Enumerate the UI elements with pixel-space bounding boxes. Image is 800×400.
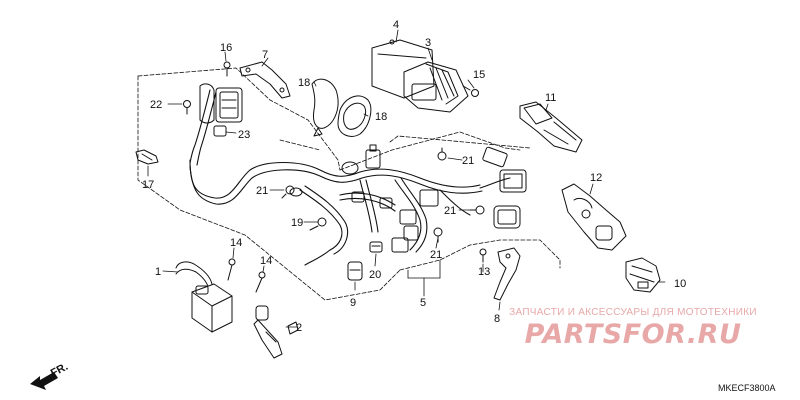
terminal-17 bbox=[135, 149, 159, 165]
callout-2: 2 bbox=[296, 322, 302, 334]
leader-lines bbox=[147, 29, 666, 328]
callout-7: 7 bbox=[262, 49, 268, 61]
callout-8: 8 bbox=[494, 313, 500, 325]
clip-21-b bbox=[281, 185, 295, 199]
callout-21: 21 bbox=[430, 249, 442, 261]
ecu-3 bbox=[403, 61, 469, 113]
connector-upper-left bbox=[199, 83, 243, 137]
callout-5: 5 bbox=[420, 297, 426, 309]
strap-18-b bbox=[337, 95, 372, 137]
callout-17: 17 bbox=[142, 179, 154, 191]
callout-1: 1 bbox=[155, 266, 161, 278]
clip-20 bbox=[369, 241, 383, 253]
bracket-8 bbox=[493, 247, 521, 301]
callout-23: 23 bbox=[238, 129, 250, 141]
clamp-19 bbox=[309, 217, 327, 231]
bolt-13 bbox=[479, 248, 487, 263]
callout-15: 15 bbox=[473, 69, 485, 81]
relay-10 bbox=[625, 257, 661, 293]
callout-22: 22 bbox=[150, 99, 162, 111]
clip-21-a bbox=[437, 147, 447, 161]
callout-9: 9 bbox=[350, 297, 356, 309]
callout-11: 11 bbox=[545, 92, 556, 104]
front-arrow-label: FR. bbox=[49, 361, 70, 380]
strap-18-a bbox=[311, 78, 339, 137]
module-11 bbox=[519, 101, 583, 153]
switch-12 bbox=[561, 183, 627, 251]
harness-group-outline bbox=[137, 67, 561, 301]
callout-20: 20 bbox=[369, 269, 381, 281]
bolt-22 bbox=[183, 100, 191, 115]
watermark-logo: PARTSFOR.RU bbox=[524, 319, 742, 350]
callout-12: 12 bbox=[590, 172, 602, 184]
spark-plug-cap-2 bbox=[253, 305, 299, 359]
callout-14: 14 bbox=[230, 237, 242, 249]
callout-18: 18 bbox=[375, 111, 387, 123]
callout-21: 21 bbox=[462, 155, 474, 167]
cover-4 bbox=[371, 39, 435, 99]
bolt-14-b bbox=[255, 271, 266, 293]
callout-13: 13 bbox=[478, 266, 490, 278]
bolt-15 bbox=[462, 85, 479, 97]
document-code: MKECF3800A bbox=[718, 383, 776, 393]
callout-19: 19 bbox=[291, 217, 303, 229]
bolt-16 bbox=[223, 61, 231, 77]
callout-14: 14 bbox=[260, 255, 272, 267]
ignition-coil-1 bbox=[175, 261, 233, 333]
harness-connectors bbox=[289, 144, 527, 253]
watermark-tagline: ЗАПЧАСТИ И АКСЕССУАРЫ ДЛЯ МОТОТЕХНИКИ bbox=[509, 307, 757, 318]
callout-16: 16 bbox=[220, 42, 232, 54]
front-arrow-icon bbox=[30, 372, 58, 390]
callout-18: 18 bbox=[298, 77, 310, 89]
bracket-7 bbox=[239, 61, 291, 99]
clip-9 bbox=[347, 261, 363, 281]
bolt-14-a bbox=[227, 258, 236, 281]
callout-3: 3 bbox=[425, 37, 431, 49]
callout-10: 10 bbox=[674, 278, 686, 290]
callout-21: 21 bbox=[444, 205, 456, 217]
callout-21: 21 bbox=[256, 185, 268, 197]
wire-harness-main bbox=[189, 89, 511, 266]
callout-4: 4 bbox=[393, 19, 399, 31]
